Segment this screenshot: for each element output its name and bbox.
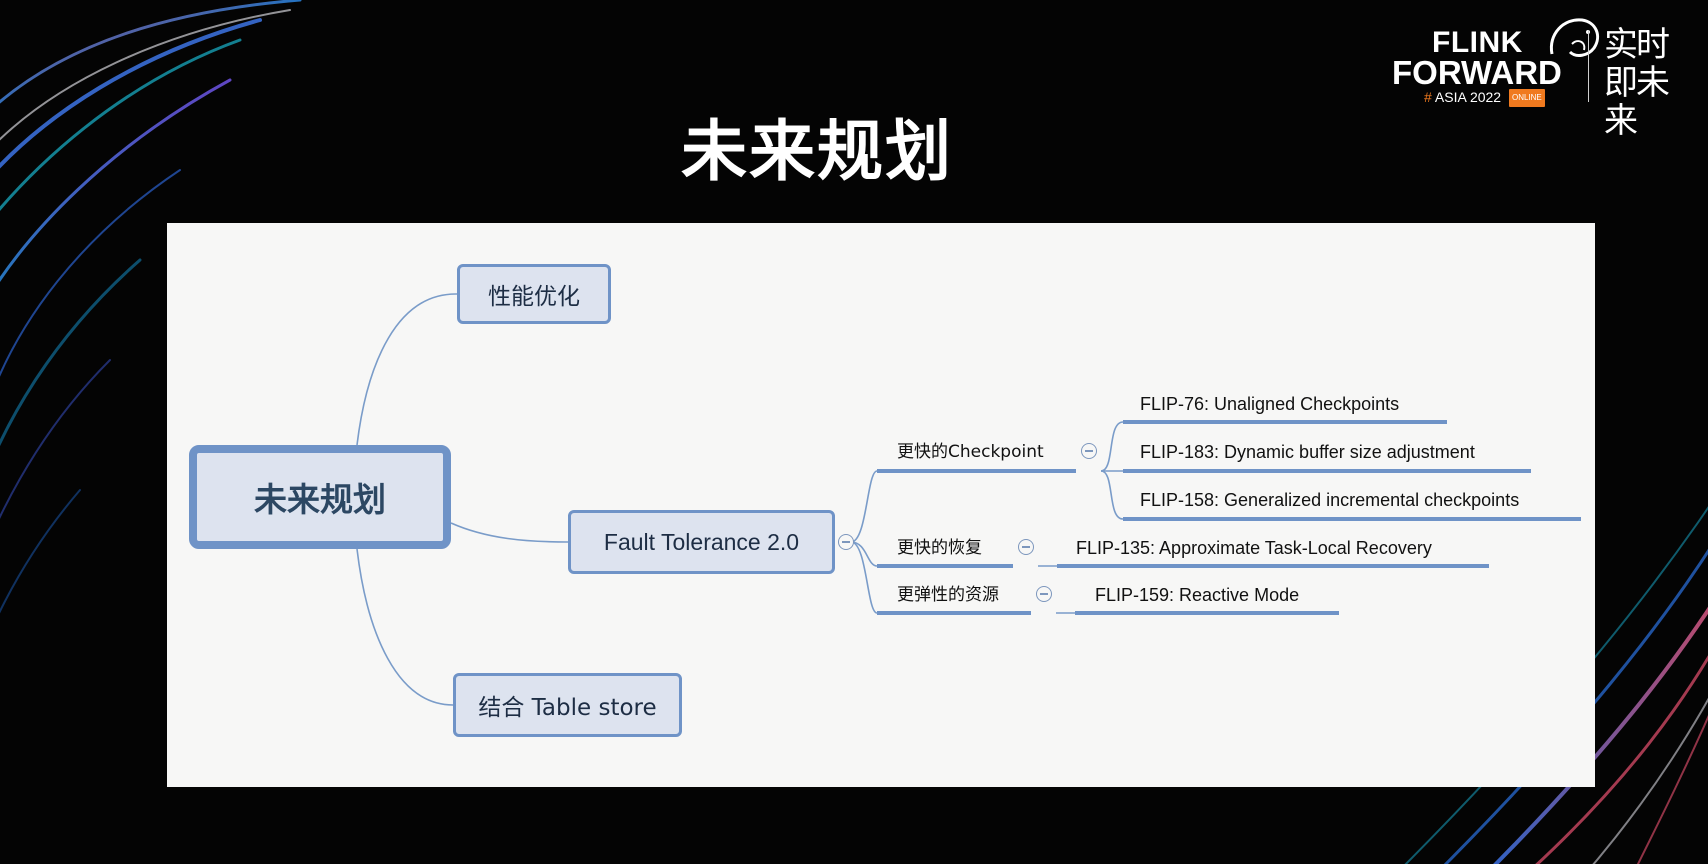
flip-135[interactable]: FLIP-135: Approximate Task-Local Recover… <box>1076 538 1432 558</box>
branch-performance[interactable]: 性能优化 <box>457 264 611 324</box>
link-cp-flip76 <box>1100 421 1447 472</box>
logo-divider <box>1588 30 1589 102</box>
slide-title: 未来规划 <box>681 113 953 190</box>
mindmap-links <box>356 293 1581 706</box>
link-root-performance <box>356 293 458 446</box>
branch-fault-tolerance[interactable]: Fault Tolerance 2.0 <box>568 510 835 574</box>
root-node[interactable]: 未来规划 <box>189 445 451 549</box>
flink-forward-logo: FLINK FORWARD # ASIA 2022 ONLINE 实时即未来 <box>1392 18 1682 140</box>
flip-183[interactable]: FLIP-183: Dynamic buffer size adjustment <box>1140 442 1475 462</box>
logo-forward-text: FORWARD <box>1392 54 1562 91</box>
logo-event-line: # ASIA 2022 ONLINE <box>1424 89 1545 107</box>
collapse-ft-icon[interactable] <box>838 534 854 550</box>
flip-158[interactable]: FLIP-158: Generalized incremental checkp… <box>1140 490 1520 510</box>
branch-table-store[interactable]: 结合 Table store <box>453 673 682 737</box>
collapse-checkpoint-icon[interactable] <box>1081 443 1097 459</box>
link-ft-elastic <box>850 541 1031 614</box>
subtopic-elastic[interactable]: 更弹性的资源 <box>897 585 999 605</box>
link-root-tablestore <box>356 548 454 706</box>
mindmap-panel: 未来规划 性能优化 Fault Tolerance 2.0 结合 Table s… <box>167 223 1595 787</box>
logo-slogan: 实时即未来 <box>1604 25 1670 141</box>
link-ft-recovery <box>850 541 1013 567</box>
logo-online-badge: ONLINE <box>1508 89 1545 107</box>
logo-flink-text: FLINK <box>1432 26 1523 59</box>
collapse-elastic-icon[interactable] <box>1036 586 1052 602</box>
collapse-recovery-icon[interactable] <box>1018 539 1034 555</box>
logo-event: ASIA 2022 <box>1434 89 1502 105</box>
subtopic-recovery[interactable]: 更快的恢复 <box>897 538 982 558</box>
flip-76[interactable]: FLIP-76: Unaligned Checkpoints <box>1140 394 1400 414</box>
link-cp-flip158 <box>1100 470 1581 520</box>
link-ft-checkpoint <box>850 470 1076 543</box>
link-root-ft <box>450 522 569 543</box>
flip-159[interactable]: FLIP-159: Reactive Mode <box>1095 585 1300 605</box>
logo-hash: # <box>1424 89 1432 105</box>
subtopic-checkpoint[interactable]: 更快的Checkpoint <box>897 442 1044 462</box>
